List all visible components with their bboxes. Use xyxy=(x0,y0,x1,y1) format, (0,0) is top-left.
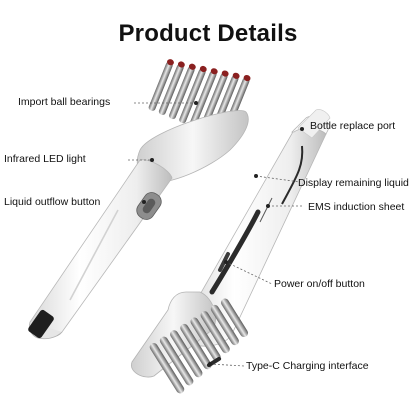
leader-dot-charging xyxy=(208,362,212,366)
callout-ems-sheet: EMS induction sheet xyxy=(308,201,405,213)
page-title: Product Details xyxy=(118,20,298,47)
leader-dot-power-button xyxy=(224,260,228,264)
leader-dot-outflow-button xyxy=(142,200,146,204)
callout-remaining-liquid: Display remaining liquid xyxy=(298,177,409,189)
comb-pins-right xyxy=(149,298,249,394)
leader-dot-replace-port xyxy=(300,127,304,131)
liquid-outflow-button-shape xyxy=(136,192,162,220)
leader-line-remaining-liquid xyxy=(255,175,301,183)
callout-power-button: Power on/off button xyxy=(274,278,365,290)
leader-line-power-button xyxy=(225,261,273,285)
leader-dot-ems-sheet xyxy=(266,204,270,208)
callout-replace-port: Bottle replace port xyxy=(310,120,396,132)
leader-line-charging xyxy=(209,363,245,367)
leader-dot-remaining-liquid xyxy=(254,174,258,178)
leader-dots xyxy=(142,101,304,366)
callout-ball-bearings: Import ball bearings xyxy=(18,96,111,108)
left-device xyxy=(28,59,251,340)
callout-outflow-button: Liquid outflow button xyxy=(4,196,101,208)
right-device xyxy=(130,109,331,394)
leader-dot-led-light xyxy=(150,158,154,162)
callout-charging: Type-C Charging interface xyxy=(246,360,369,372)
leader-dot-ball-bearings xyxy=(194,101,198,105)
callout-led-light: Infrared LED light xyxy=(4,153,86,165)
